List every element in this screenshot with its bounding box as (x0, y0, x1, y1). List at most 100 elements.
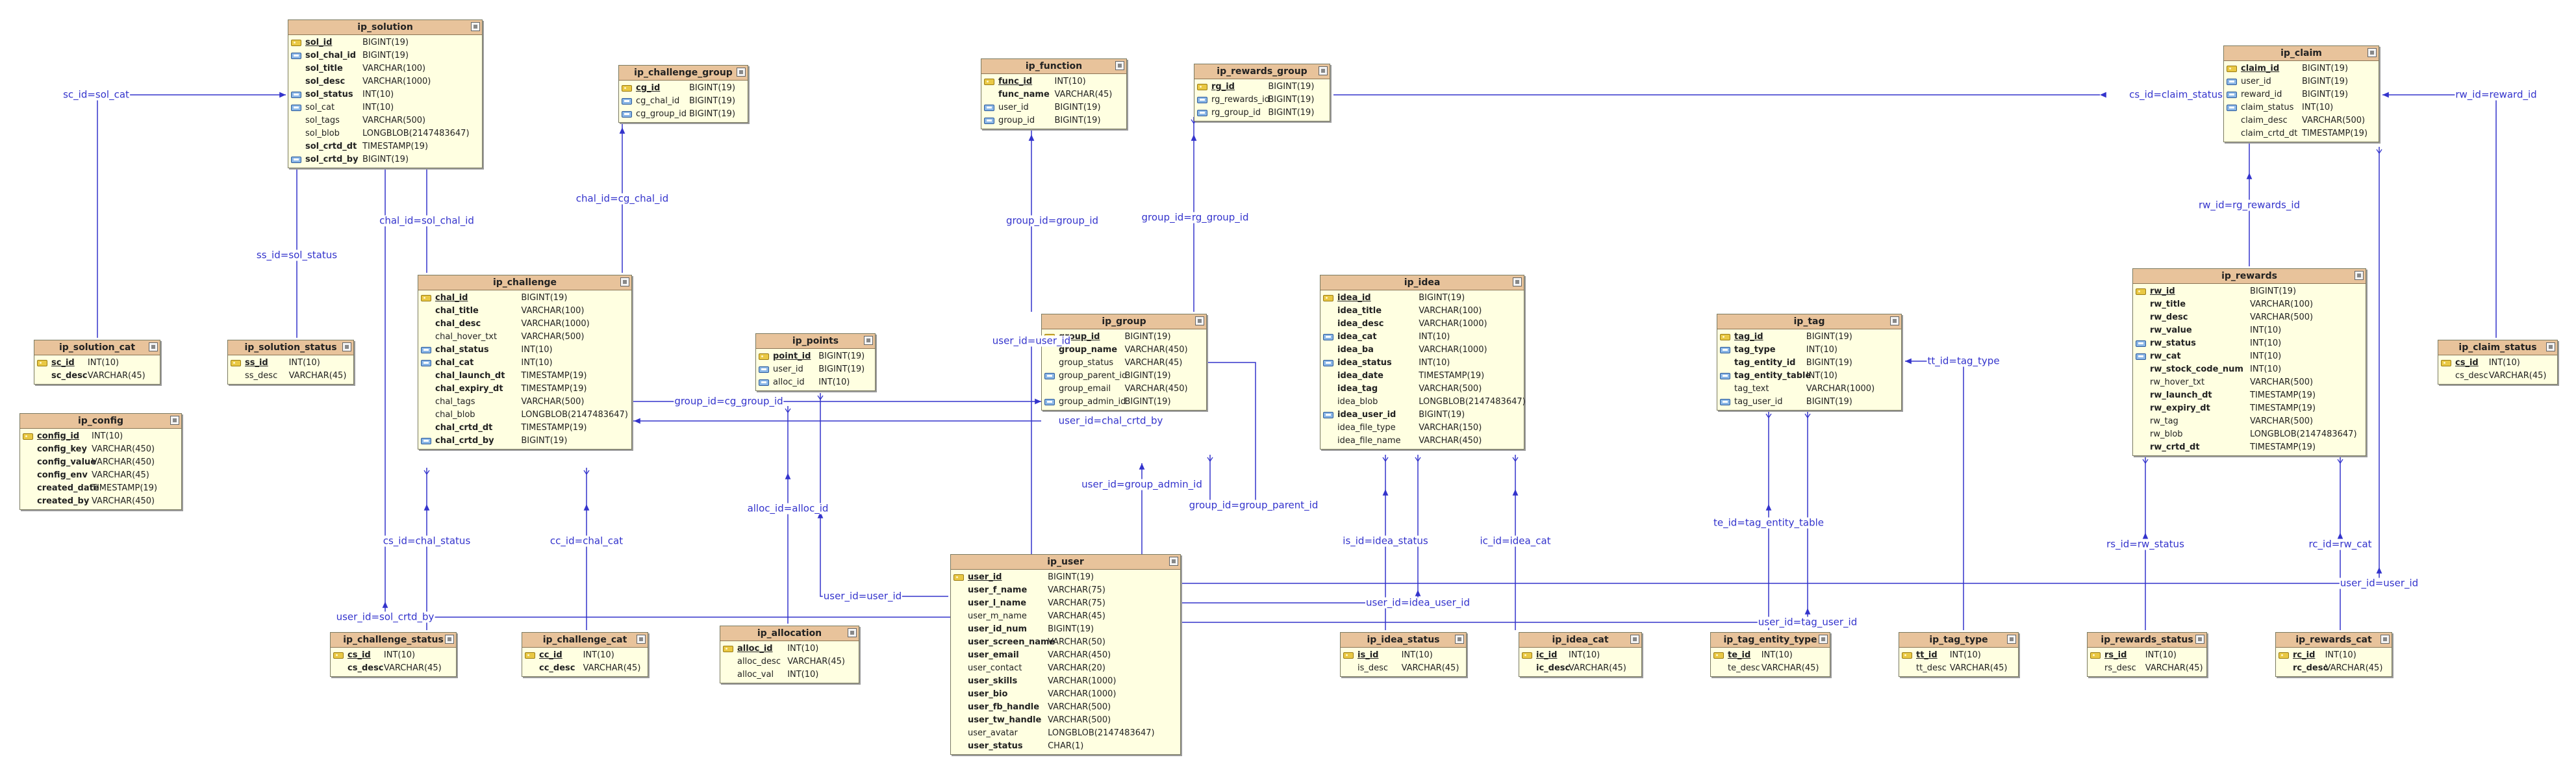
window-menu-icon[interactable] (620, 277, 629, 286)
table-header[interactable]: ip_solution (288, 20, 482, 35)
table-header[interactable]: ip_challenge_group (619, 66, 748, 81)
window-menu-icon[interactable] (1819, 635, 1828, 644)
window-menu-icon[interactable] (1169, 557, 1178, 566)
table-header[interactable]: ip_tag_type (1899, 633, 2018, 648)
table-header[interactable]: ip_points (756, 334, 875, 349)
table-header[interactable]: ip_user (951, 555, 1180, 570)
window-menu-icon[interactable] (2355, 271, 2364, 280)
table-header[interactable]: ip_claim_status (2438, 340, 2557, 355)
window-menu-icon[interactable] (2195, 635, 2204, 644)
table-header[interactable]: ip_rewards_cat (2276, 633, 2392, 648)
table-header[interactable]: ip_idea (1320, 275, 1524, 290)
window-menu-icon[interactable] (2380, 635, 2390, 644)
window-menu-icon[interactable] (471, 22, 480, 31)
table-header[interactable]: ip_solution_cat (34, 340, 160, 355)
table-header[interactable]: ip_challenge_status (331, 633, 456, 648)
table-header[interactable]: ip_idea_status (1341, 633, 1466, 648)
table-header[interactable]: ip_function (981, 59, 1126, 74)
window-menu-icon[interactable] (737, 68, 746, 77)
table-header[interactable]: ip_solution_status (228, 340, 353, 355)
window-menu-icon[interactable] (1630, 635, 1639, 644)
window-menu-icon[interactable] (1195, 316, 1204, 325)
table-header[interactable]: ip_challenge_cat (522, 633, 648, 648)
window-menu-icon[interactable] (2546, 342, 2555, 351)
